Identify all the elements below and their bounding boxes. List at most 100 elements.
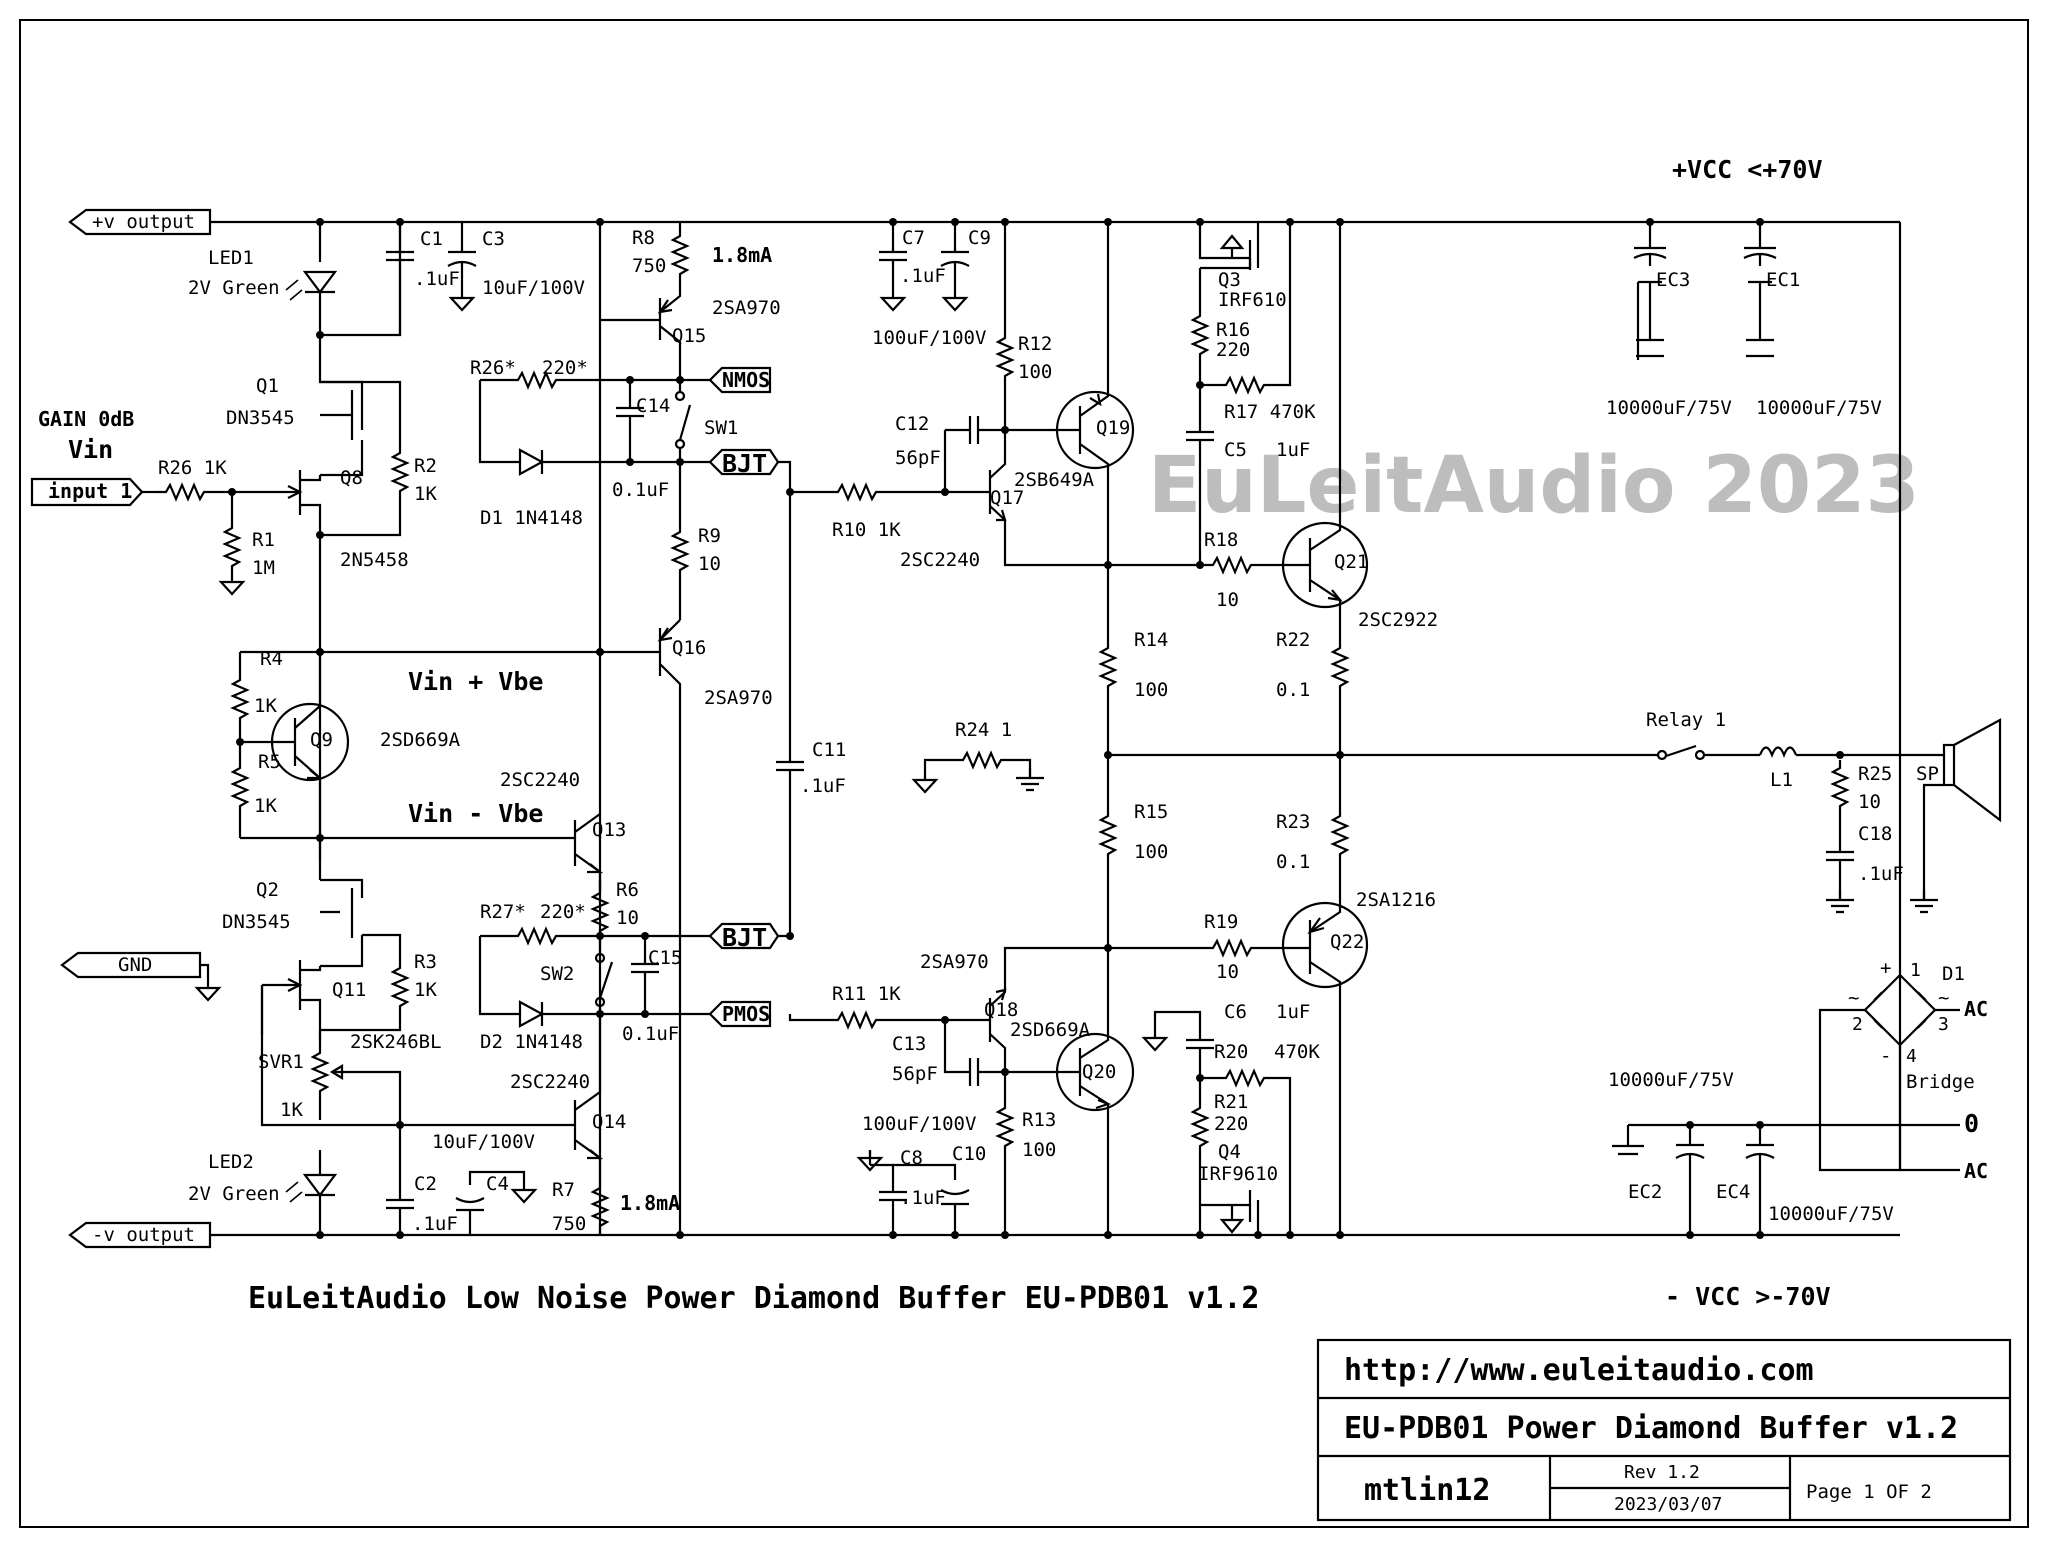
q14-transistor [400,1014,604,1180]
svg-text:Q4: Q4 [1218,1141,1241,1163]
svg-text:R24 1: R24 1 [955,719,1012,741]
svg-text:1uF: 1uF [1276,439,1310,461]
svg-text:10: 10 [616,907,639,929]
bjt-port-bottom[interactable]: BJT [708,922,780,952]
svg-text:R14: R14 [1134,629,1168,651]
vin-minus-vbe-note: Vin - Vbe [408,799,543,828]
svg-text:EC2: EC2 [1628,1181,1662,1203]
led1 [285,270,338,301]
svg-text:R6: R6 [616,879,639,901]
svg-text:1K: 1K [414,483,437,505]
svg-text:220: 220 [1216,339,1250,361]
svg-text:2SC2240: 2SC2240 [500,769,580,791]
svg-text:Relay 1: Relay 1 [1646,709,1726,731]
svg-text:220: 220 [1214,1113,1248,1135]
svg-text:10: 10 [1216,589,1239,611]
svg-text:Q9: Q9 [310,729,333,751]
svg-text:0.1uF: 0.1uF [612,479,669,501]
svg-text:R18: R18 [1204,529,1238,551]
q17-transistor [975,430,1108,567]
svg-text:220*: 220* [540,901,586,923]
d2-diode [518,1000,545,1028]
title-block-rev: Rev 1.2 [1624,1462,1700,1483]
q15-transistor [600,282,682,380]
svg-text:100: 100 [1134,841,1168,863]
bjt-port-top[interactable]: BJT [708,448,780,478]
svg-text:C5: C5 [1224,439,1247,461]
svg-text:SW2: SW2 [540,963,574,985]
svg-text:DN3545: DN3545 [222,911,291,933]
svg-text:2: 2 [1852,1014,1863,1035]
q1-mosfet [318,335,364,477]
supply-positive-label: +VCC <+70V [1672,155,1823,184]
svg-text:input 1: input 1 [48,479,132,503]
svg-text:-v output: -v output [92,1224,195,1246]
svg-text:2SC2240: 2SC2240 [510,1071,590,1093]
svg-text:2V Green: 2V Green [188,1183,280,1205]
svg-text:Q22: Q22 [1330,931,1364,953]
svg-text:56pF: 56pF [895,447,941,469]
svg-text:2SA970: 2SA970 [712,297,781,319]
svg-text:PMOS: PMOS [722,1002,770,1026]
svg-text:.1uF: .1uF [900,1187,946,1209]
nmos-port[interactable]: NMOS [708,366,772,394]
pmos-port[interactable]: PMOS [708,1000,772,1028]
svg-text:C4: C4 [486,1173,509,1195]
svg-text:IRF610: IRF610 [1218,289,1287,311]
svg-text:Q14: Q14 [592,1111,626,1133]
svg-text:Q3: Q3 [1218,269,1241,291]
svg-text:EC4: EC4 [1716,1181,1750,1203]
svg-text:1.8mA: 1.8mA [712,243,772,267]
svg-text:10: 10 [1216,961,1239,983]
q16-transistor [645,619,682,1235]
svg-text:C12: C12 [895,413,929,435]
svg-text:+v output: +v output [92,211,195,233]
svg-text:2SA1216: 2SA1216 [1356,889,1436,911]
svg-text:NMOS: NMOS [722,368,770,392]
svg-text:750: 750 [552,1213,586,1235]
svg-text:0.1uF: 0.1uF [622,1023,679,1045]
svg-text:Q19: Q19 [1096,417,1130,439]
svg-text:Q21: Q21 [1334,551,1368,573]
svg-text:2SC2922: 2SC2922 [1358,609,1438,631]
svg-text:C11: C11 [812,739,846,761]
svg-text:~: ~ [1848,987,1859,1009]
svg-text:C3: C3 [482,228,505,250]
svg-text:Bridge: Bridge [1906,1071,1975,1093]
q19-transistor [1005,222,1135,565]
pos-output-port[interactable]: +v output [68,208,212,236]
svg-text:2N5458: 2N5458 [340,549,409,571]
svg-text:Q13: Q13 [592,819,626,841]
vin-note: Vin [68,435,113,464]
c1 [386,222,414,335]
svg-text:100: 100 [1018,361,1052,383]
q9-transistor [240,652,350,838]
gnd-port[interactable]: GND [60,951,221,1002]
svg-text:470K: 470K [1274,1041,1320,1063]
svg-text:C15: C15 [648,947,682,969]
svg-text:R4: R4 [260,648,283,670]
neg-output-port[interactable]: -v output [68,1221,212,1249]
q11-jfet [260,960,322,1040]
svg-text:750: 750 [632,255,666,277]
svg-text:BJT: BJT [722,449,767,478]
svg-text:Q18: Q18 [984,999,1018,1021]
svg-text:Q2: Q2 [256,879,279,901]
svg-text:+: + [1880,957,1891,979]
svg-text:10uF/100V: 10uF/100V [432,1131,535,1153]
svg-text:R22: R22 [1276,629,1310,651]
svg-text:D1 1N4148: D1 1N4148 [480,507,583,529]
svg-text:R20: R20 [1214,1041,1248,1063]
svg-text:100uF/100V: 100uF/100V [872,327,986,349]
svg-text:R26 1K: R26 1K [158,457,227,479]
svg-text:L1: L1 [1770,769,1793,791]
svg-text:220*: 220* [542,357,588,379]
svg-text:C9: C9 [968,227,991,249]
svg-text:AC: AC [1964,997,1988,1021]
svg-text:SW1: SW1 [704,417,738,439]
svg-text:1K: 1K [280,1099,303,1121]
input-port[interactable]: input 1 [30,477,144,507]
q21-transistor [1281,222,1369,640]
c3 [447,222,477,312]
